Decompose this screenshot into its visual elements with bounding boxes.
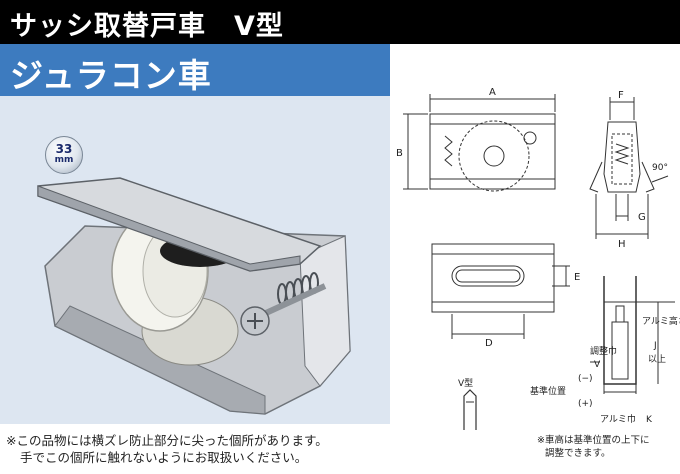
side-view-body [429,113,556,190]
technical-diagram: A B F 90° G H E D V型 調整巾 V (−) 基準位置 (+) … [396,87,680,430]
subtitle-bar: ジュラコン車 [0,44,390,96]
footnote-line-1: ※車高は基準位置の上下に [537,435,650,446]
label-minus: (−) [578,374,593,384]
label-e: E [574,272,580,283]
notice-line-1: ※この品物には横ズレ防止部分に尖った個所があります。 [6,433,328,448]
label-g: G [638,212,646,223]
label-v-mark: V [594,360,601,370]
label-plus: (+) [578,399,593,409]
label-base-position: 基準位置 [530,385,566,397]
v-type-profile [463,389,477,430]
front-view-body [603,121,641,193]
product-subtitle: ジュラコン車 [10,56,212,95]
product-photo [37,177,351,415]
label-b: B [396,148,403,159]
label-v-type: V型 [458,378,473,389]
label-alumi-height: アルミ高さ [642,315,680,327]
label-alumi-width: アルミ巾 [600,413,636,425]
label-f: F [618,90,624,101]
diagram-footnote: ※車高は基準位置の上下に 調整できます。 [537,434,649,460]
label-d: D [485,338,493,349]
size-badge: 33 mm [45,136,83,174]
label-a: A [489,87,496,98]
label-adjust-width: 調整巾 [590,345,617,357]
badge-unit: mm [54,155,74,165]
label-k-mark: K [646,415,653,425]
safety-notice: ※この品物には横ズレ防止部分に尖った個所があります。 手でこの個所に触れないよう… [6,432,328,466]
label-j-mark: J [653,341,657,351]
notice-line-2: 手でこの個所に触れないようにお取扱いください。 [20,450,308,465]
top-view-body [431,243,555,313]
page-title: サッシ取替戸車 V型 [10,11,284,42]
badge-size: 33 [55,142,73,156]
label-h: H [618,239,626,250]
footnote-line-2: 調整できます。 [545,448,611,459]
installation-view [603,276,637,385]
title-bar: サッシ取替戸車 V型 [0,0,680,44]
label-angle: 90° [652,163,668,173]
label-above: 以上 [648,354,666,365]
